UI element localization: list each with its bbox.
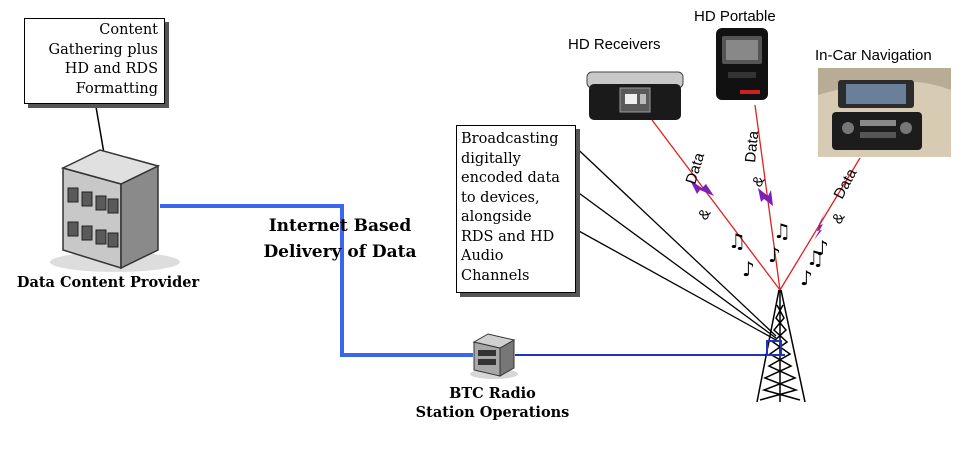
provider-callout-box: Content Gathering plus HD and RDS Format…	[24, 18, 165, 104]
svg-text:♪: ♪	[742, 257, 755, 281]
svg-text:♪: ♪	[800, 266, 813, 290]
svg-text:♪: ♪	[768, 243, 781, 267]
radio-station-icon	[470, 333, 518, 379]
music-note-icon: ♫ ♪ ♫ ♪ ♫ ♪ ♪	[728, 219, 829, 290]
in-car-navigation-label: In-Car Navigation	[815, 47, 932, 64]
building-icon	[50, 149, 180, 272]
ampersand-receivers: &	[695, 206, 715, 223]
data-label-in-car: Data	[831, 165, 861, 202]
data-label-portable: Data	[742, 129, 762, 163]
svg-text:♫: ♫	[806, 246, 824, 270]
broadcast-callout-box: Broadcasting digitally encoded data to d…	[456, 125, 576, 293]
broadcast-callout-pointer	[567, 184, 777, 339]
broadcast-callout-pointer	[567, 139, 777, 337]
hd-receiver-icon	[586, 71, 684, 120]
internet-delivery-label: Internet Based Delivery of Data	[263, 216, 417, 262]
data-content-provider-label: Data Content Provider	[16, 274, 200, 291]
svg-text:♫: ♫	[728, 229, 746, 253]
btc-radio-label: BTC Radio Station Operations	[415, 385, 570, 421]
data-bolt-icon	[690, 180, 825, 240]
svg-text:♪: ♪	[816, 236, 829, 260]
hd-receivers-label: HD Receivers	[568, 36, 661, 53]
in-car-navigation-icon	[818, 68, 951, 157]
hd-portable-icon	[716, 28, 768, 100]
internet-delivery-line	[160, 204, 473, 357]
ampersand-in-car: &	[829, 210, 849, 227]
svg-text:♫: ♫	[773, 219, 791, 243]
hd-portable-label: HD Portable	[694, 8, 776, 25]
radio-tower-icon	[756, 289, 806, 403]
data-label-receivers: Data	[683, 150, 709, 186]
broadcast-callout-pointer	[567, 224, 777, 341]
